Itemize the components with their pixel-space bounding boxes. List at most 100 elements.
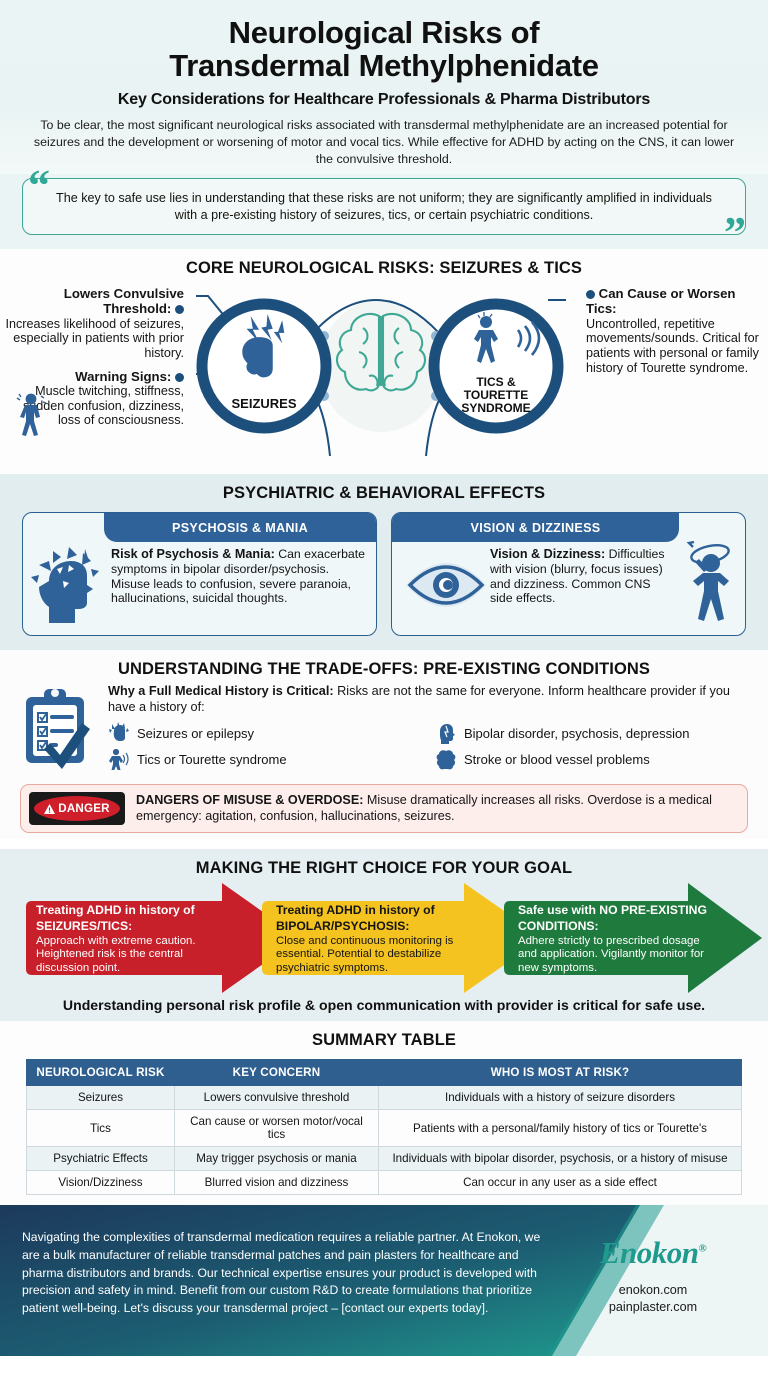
svg-text:SEIZURES: SEIZURES xyxy=(231,396,296,411)
core-left-head-1: Lowers Convulsive Threshold: xyxy=(63,286,184,317)
card-psychosis-header: PSYCHOSIS & MANIA xyxy=(104,513,376,543)
core-risks-section: CORE NEUROLOGICAL RISKS: SEIZURES & TICS… xyxy=(0,249,768,475)
footer-brand-block: Enokon® enokon.com painplaster.com xyxy=(558,1235,748,1315)
arrow-2-head: Treating ADHD in history of BIPOLAR/PSYC… xyxy=(276,903,435,933)
tradeoffs-section: UNDERSTANDING THE TRADE-OFFS: PRE-EXISTI… xyxy=(0,650,768,840)
psychiatric-section: PSYCHIATRIC & BEHAVIORAL EFFECTS PSYCHOS… xyxy=(0,474,768,651)
danger-banner: DANGER DANGERS OF MISUSE & OVERDOSE: Mis… xyxy=(20,784,748,834)
core-right-column: Can Cause or Worsen Tics: Uncontrolled, … xyxy=(572,286,768,375)
circle-right-label-3: SYNDROME xyxy=(461,401,530,415)
table-cell: Can cause or worsen motor/vocal tics xyxy=(174,1109,379,1148)
table-cell: Lowers convulsive threshold xyxy=(174,1085,379,1111)
core-center-graphic: SEIZURES xyxy=(186,286,572,466)
condition-label-2: Bipolar disorder, psychosis, depression xyxy=(464,725,690,741)
header: Neurological Risks of Transdermal Methyl… xyxy=(0,0,768,174)
core-left-text-1: Increases likelihood of seizures, especi… xyxy=(5,316,184,361)
tradeoffs-lead: Why a Full Medical History is Critical: … xyxy=(108,683,748,715)
condition-item-seizures: Seizures or epilepsy xyxy=(108,722,421,744)
warning-person-icon xyxy=(16,393,47,437)
tradeoffs-row: Why a Full Medical History is Critical: … xyxy=(0,679,768,774)
summary-table-section: SUMMARY TABLE NEUROLOGICAL RISK KEY CONC… xyxy=(0,1021,768,1206)
choice-closing-text: Understanding personal risk profile & op… xyxy=(62,997,706,1014)
card-vision-body: Vision & Dizziness: Difficulties with vi… xyxy=(490,547,673,605)
brand-registered-icon: ® xyxy=(698,1242,707,1255)
choice-arrows: Treating ADHD in history of SEIZURES/TIC… xyxy=(0,883,768,994)
quote-close-icon: ” xyxy=(724,208,746,258)
table-row: Vision/Dizziness Blurred vision and dizz… xyxy=(26,1170,742,1196)
clipboard-icon-wrap xyxy=(20,683,98,774)
arrow-1-text: Treating ADHD in history of SEIZURES/TIC… xyxy=(36,903,236,975)
danger-oval: DANGER xyxy=(34,796,120,822)
tradeoffs-text: Why a Full Medical History is Critical: … xyxy=(108,683,748,774)
intro-paragraph: To be clear, the most significant neurol… xyxy=(33,118,735,166)
page-subtitle: Key Considerations for Healthcare Profes… xyxy=(117,91,651,109)
table-cell: Individuals with a history of seizure di… xyxy=(378,1085,742,1111)
table-cell: Psychiatric Effects xyxy=(26,1146,175,1172)
card-psychosis-body: Risk of Psychosis & Mania: Can exacerbat… xyxy=(111,547,368,605)
core-left-head-2: Warning Signs: xyxy=(0,369,184,384)
arrow-3-text: Safe use with NO PRE-EXISTING CONDITIONS… xyxy=(518,903,708,975)
table-row: Tics Can cause or worsen motor/vocal tic… xyxy=(26,1109,742,1148)
card-psychosis-text: Can exacerbate symptoms in bipolar disor… xyxy=(111,547,366,606)
core-left-item-1: Lowers Convulsive Threshold: Increases l… xyxy=(0,286,184,361)
exploding-head-icon xyxy=(31,547,99,624)
arrow-shape-green xyxy=(504,883,762,994)
dizzy-person-icon xyxy=(686,541,730,622)
core-right-head-1: Can Cause or Worsen Tics: xyxy=(586,286,736,317)
core-left-column: Lowers Convulsive Threshold: Increases l… xyxy=(0,286,196,437)
condition-label-4: Stroke or blood vessel problems xyxy=(464,751,650,767)
condition-item-bipolar: Bipolar disorder, psychosis, depression xyxy=(435,722,748,745)
quote-text: The key to safe use lies in understandin… xyxy=(22,177,746,236)
head-profile-icon xyxy=(440,724,455,745)
conditions-grid: Seizures or epilepsy Bipolar disorder, p… xyxy=(108,722,748,771)
footer-links: enokon.com painplaster.com xyxy=(558,1282,748,1315)
table-header-cell: NEUROLOGICAL RISK xyxy=(26,1059,175,1087)
condition-label-1: Seizures or epilepsy xyxy=(137,725,255,741)
arrow-shape-red xyxy=(26,883,300,994)
brand-name: Enokon xyxy=(599,1235,699,1271)
tradeoffs-lead-bold: Why a Full Medical History is Critical: xyxy=(108,684,334,699)
connector-dot-icon xyxy=(586,290,595,300)
danger-wrap: DANGER DANGERS OF MISUSE & OVERDOSE: Mis… xyxy=(0,774,768,834)
table-cell: Tics xyxy=(26,1109,175,1148)
core-diagram: Lowers Convulsive Threshold: Increases l… xyxy=(0,286,768,466)
arrow-1-head: Treating ADHD in history of SEIZURES/TIC… xyxy=(36,903,195,933)
card-psychosis-lead: Risk of Psychosis & Mania: xyxy=(111,547,275,562)
arrow-shape-yellow xyxy=(262,883,543,994)
title-line-1: Neurological Risks of xyxy=(228,15,540,50)
tradeoffs-lead-rest: Risks are not the same for everyone. Inf… xyxy=(108,684,730,715)
core-right-item-1: Can Cause or Worsen Tics: Uncontrolled, … xyxy=(586,286,768,375)
connector-dot-icon xyxy=(175,305,184,315)
tradeoffs-title: UNDERSTANDING THE TRADE-OFFS: PRE-EXISTI… xyxy=(117,660,651,679)
table-row: Psychiatric Effects May trigger psychosi… xyxy=(26,1146,742,1172)
arrow-1-body: Approach with extreme caution. Heightene… xyxy=(36,934,196,975)
seizure-brain-small-icon xyxy=(109,722,129,742)
arrow-seizures-tics: Treating ADHD in history of SEIZURES/TIC… xyxy=(22,883,300,994)
circle-right-label-2: TOURETTE xyxy=(464,388,528,402)
footer-link-painplaster[interactable]: painplaster.com xyxy=(608,1299,698,1314)
tics-person-small-icon xyxy=(109,749,129,771)
quote-section: “ The key to safe use lies in understand… xyxy=(0,163,768,255)
eye-icon xyxy=(406,563,486,608)
card-psychosis-mania: PSYCHOSIS & MANIA Risk of Psychosis & Ma… xyxy=(22,512,377,637)
footer-link-enokon[interactable]: enokon.com xyxy=(618,1283,688,1298)
brand-logo: Enokon® xyxy=(558,1235,748,1271)
brain-circles-diagram: SEIZURES xyxy=(186,295,568,457)
tics-person-icon xyxy=(474,312,498,364)
table-header-cell: KEY CONCERN xyxy=(174,1059,379,1087)
core-section-title: CORE NEUROLOGICAL RISKS: SEIZURES & TICS xyxy=(185,259,583,278)
seizure-brain-icon xyxy=(242,314,285,378)
summary-table-title: SUMMARY TABLE xyxy=(312,1031,456,1050)
clipboard-checklist-icon xyxy=(26,689,90,770)
footer-text: Navigating the complexities of transderm… xyxy=(22,1230,541,1316)
table-cell: Patients with a personal/family history … xyxy=(378,1109,742,1148)
arrow-2-body: Close and continuous monitoring is essen… xyxy=(276,934,454,975)
table-cell: Can occur in any user as a side effect xyxy=(378,1170,742,1196)
card-vision-dizziness: VISION & DIZZINESS Vision & Dizzine xyxy=(391,512,746,637)
core-left-text-2: Muscle twitching, stiffness, sudden conf… xyxy=(22,383,184,428)
card-vision-header: VISION & DIZZINESS xyxy=(392,513,679,543)
danger-text: DANGERS OF MISUSE & OVERDOSE: Misuse dra… xyxy=(136,793,735,824)
condition-label-3: Tics or Tourette syndrome xyxy=(137,751,287,767)
footer-background xyxy=(0,1205,768,1357)
